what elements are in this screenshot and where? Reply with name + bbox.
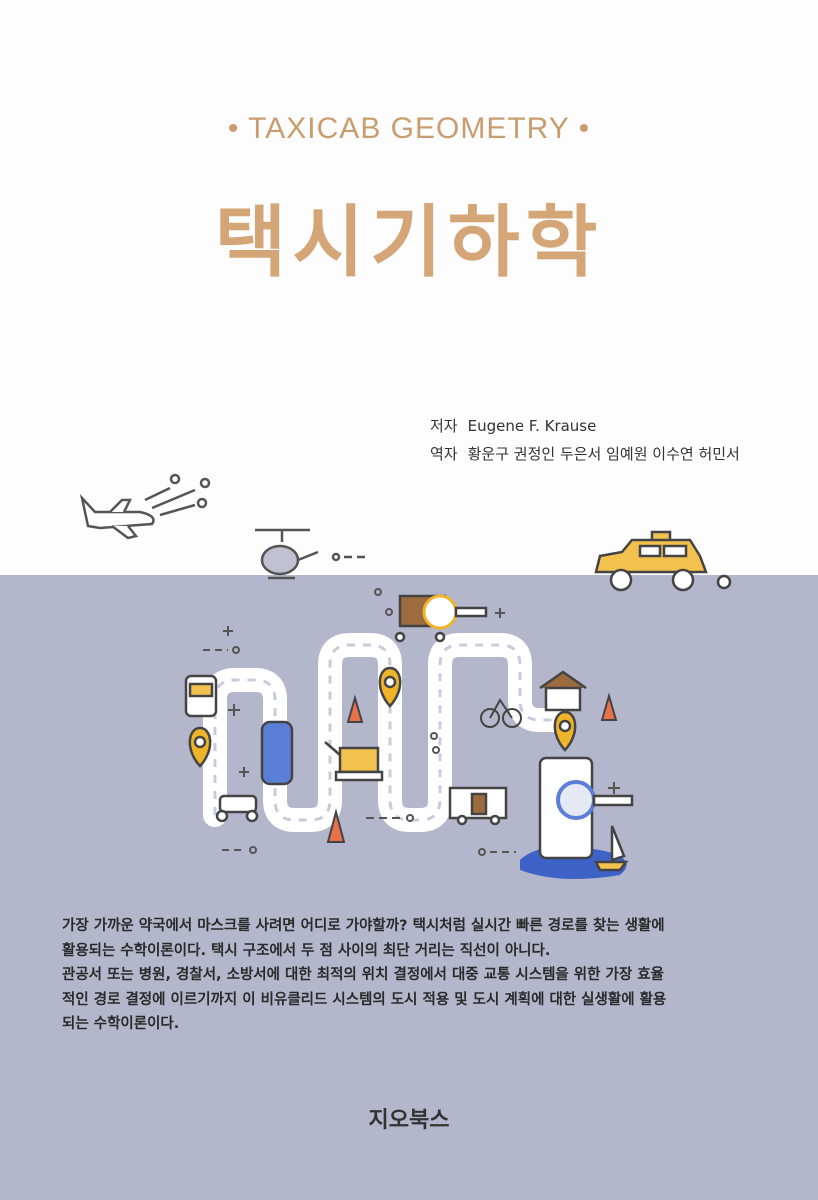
city-illustration (79, 473, 732, 879)
translator-label: 역자 (430, 445, 458, 463)
location-pin-icons (188, 666, 577, 768)
description-line: 활용되는 수학이론이다. 택시 구조에서 두 점 사이의 최단 거리는 직선이 … (62, 942, 551, 959)
traffic-cone-icons (326, 692, 618, 843)
camper-van-icon (448, 786, 508, 826)
author-name: Eugene F. Krause (467, 417, 597, 435)
smartphone-search-icon (520, 756, 634, 879)
author-line: 저자 Eugene F. Krause (430, 412, 740, 440)
book-description: 가장 가까운 약국에서 마스크를 사려면 어디로 가야할까? 택시처럼 실시간 … (62, 914, 782, 1037)
bicycle-icon (480, 698, 522, 728)
credits: 저자 Eugene F. Krause 역자 황운구 권정인 두은서 임예원 이수연… (430, 412, 740, 468)
description-line: 되는 수학이론이다. (62, 1016, 180, 1032)
taxi-icon (594, 530, 732, 592)
scooter-icon (215, 794, 259, 823)
translator-names: 황운구 권정인 두은서 임예원 이수연 허민서 (467, 445, 740, 463)
author-label: 저자 (430, 417, 458, 435)
delivery-truck-icon (394, 594, 488, 643)
translator-line: 역자 황운구 권정인 두은서 임예원 이수연 허민서 (430, 440, 740, 468)
book-title: 택시기하학 (214, 198, 604, 288)
train-icon (184, 674, 218, 718)
publisher-name: 지오북스 (368, 1108, 450, 1133)
decorative-marks (203, 588, 620, 856)
excavator-icon (324, 741, 384, 782)
description-line: 적인 경로 결정에 이르기까지 이 비유클리드 시스템의 도시 적용 및 도시 … (62, 991, 667, 1008)
blue-car-icon (260, 720, 294, 786)
description-line: 관공서 또는 병원, 경찰서, 소방서에 대한 최적의 위치 결정에서 대중 교… (62, 967, 664, 983)
description-line: 가장 가까운 약국에서 마스크를 사려면 어디로 가야할까? 택시처럼 실시간 … (62, 918, 665, 934)
helicopter-icon (255, 528, 368, 580)
airplane-icon (79, 473, 211, 540)
subtitle: • TAXICAB GEOMETRY • (227, 112, 591, 145)
house-icon (539, 670, 587, 712)
lower-background (0, 575, 818, 1200)
